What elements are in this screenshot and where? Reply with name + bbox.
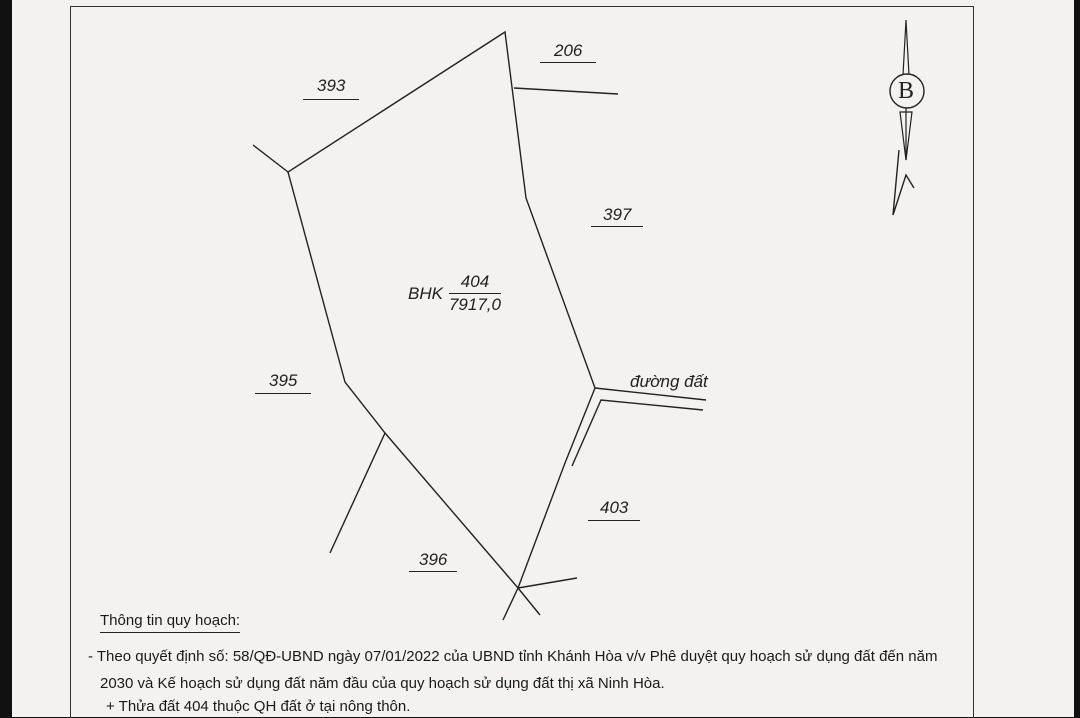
parcel-label-393: 393: [303, 77, 360, 100]
parcel-label-395: 395: [255, 372, 312, 394]
north-arrow-icon: [889, 19, 925, 216]
planning-info-line-1: - Theo quyết định số: 58/QĐ-UBND ngày 07…: [88, 648, 938, 665]
road-edge-lower: [571, 399, 704, 467]
parcel-area: 7917,0: [448, 295, 501, 314]
main-parcel-label: BHK 404 7917,0: [408, 272, 501, 315]
boundary-206-397: [513, 87, 619, 95]
planning-info-line-3: + Thửa đất 404 thuộc QH đất ở tại nông t…: [106, 698, 411, 715]
planning-info-heading: Thông tin quy hoạch:: [100, 612, 241, 633]
boundary-393-ext: [252, 144, 289, 173]
boundary-395-396: [329, 432, 386, 554]
boundary-bottom-b: [502, 587, 519, 621]
document-sheet: [12, 0, 1074, 717]
boundary-bottom-a: [517, 577, 578, 589]
map-frame: [70, 6, 974, 718]
land-use-code: BHK: [408, 283, 443, 303]
parcel-label-403: 403: [588, 499, 641, 521]
north-label: B: [898, 78, 915, 104]
parcel-label-206: 206: [540, 42, 597, 63]
road-label: đường đất: [630, 372, 708, 391]
parcel-number: 404: [448, 272, 501, 294]
boundary-bottom-c: [517, 587, 541, 616]
road-edge-upper: [594, 387, 707, 401]
parcel-label-396: 396: [409, 551, 458, 572]
planning-info-line-2: 2030 và Kế hoạch sử dụng đất năm đầu của…: [100, 675, 665, 692]
parcel-label-397: 397: [591, 206, 644, 227]
